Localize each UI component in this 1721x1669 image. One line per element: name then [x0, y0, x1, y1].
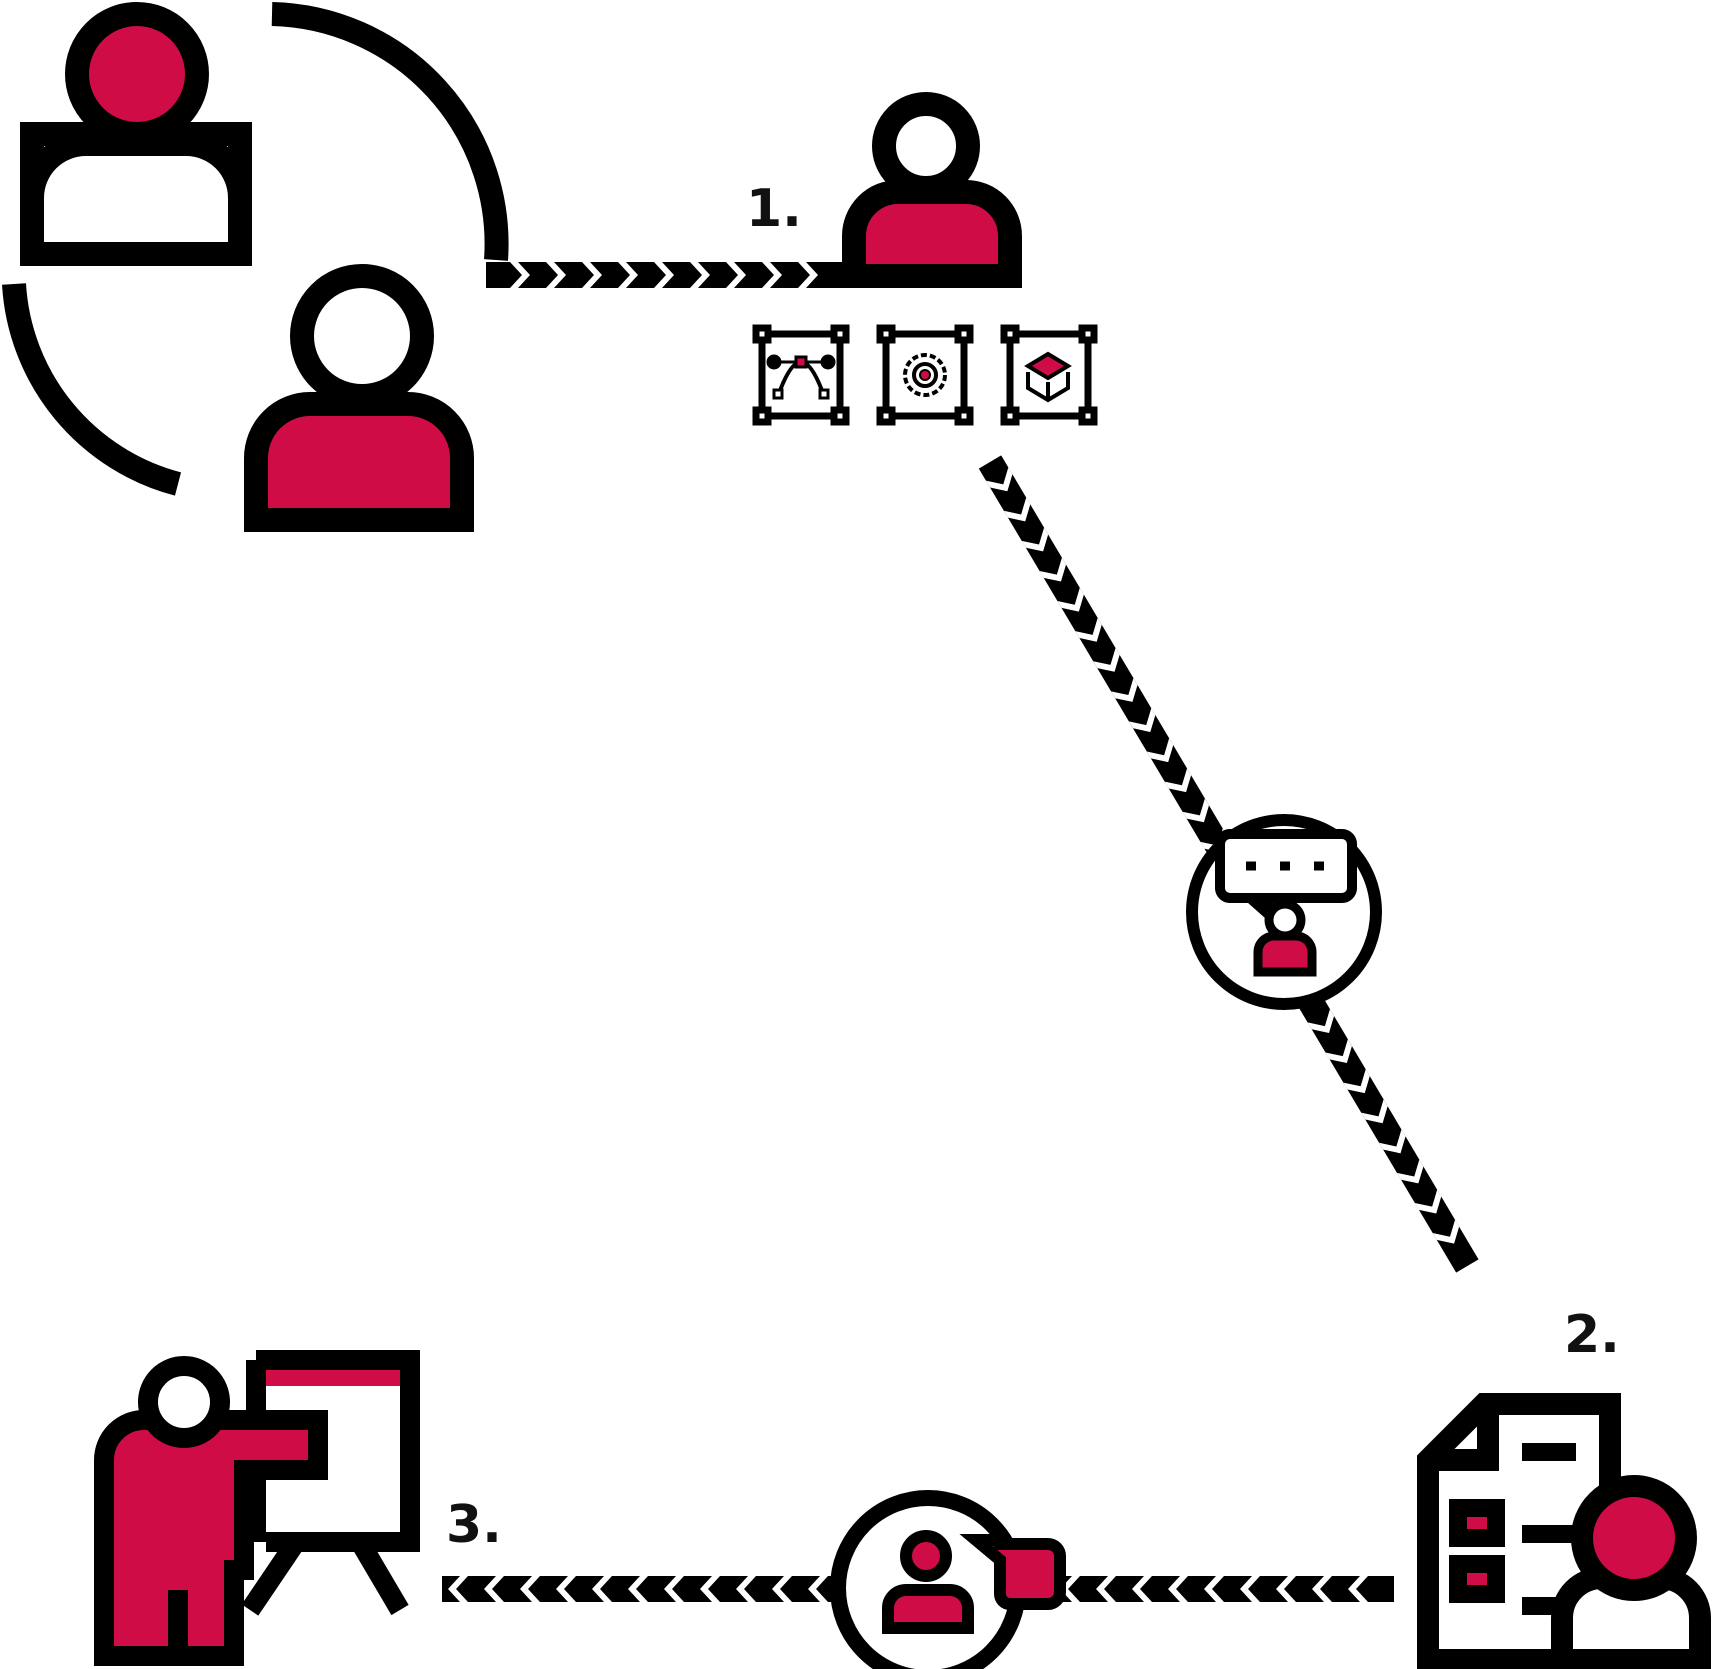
chevron-marker — [484, 1576, 504, 1602]
chevron-marker — [1132, 1576, 1152, 1602]
chevron-marker — [1325, 1039, 1352, 1064]
chevron-marker — [772, 1576, 792, 1602]
chevron-marker — [664, 1576, 684, 1602]
chevron-marker — [798, 262, 818, 288]
chevron-marker — [1276, 1576, 1296, 1602]
chevron-marker — [1075, 617, 1102, 642]
chevron-marker — [1414, 1189, 1442, 1214]
chevron-marker — [1057, 587, 1084, 612]
user-icon — [842, 92, 1022, 288]
chevron-marker — [1343, 1069, 1370, 1094]
chevron-marker — [690, 262, 710, 288]
feedback-user-icon — [830, 1490, 1066, 1669]
chevron-marker — [1146, 738, 1174, 763]
step-1-label: 1. — [746, 179, 802, 239]
chevron-marker — [1432, 1219, 1460, 1244]
chevron-marker — [726, 262, 746, 288]
chevron-marker — [510, 262, 530, 288]
chevron-marker — [1093, 647, 1120, 672]
chevron-marker — [1307, 1009, 1335, 1033]
chevron-marker — [1021, 527, 1049, 552]
chevron-marker — [582, 262, 602, 288]
gear-settings-icon — [876, 324, 974, 426]
chevron-marker — [1312, 1576, 1332, 1602]
chevron-marker — [808, 1576, 828, 1602]
cube-3d-icon — [1000, 324, 1098, 426]
step-3-label: 3. — [446, 1495, 502, 1555]
chevron-marker — [1111, 678, 1138, 702]
document-user-icon — [1417, 1393, 1711, 1669]
chevron-marker — [1168, 1576, 1188, 1602]
chevron-marker — [546, 262, 566, 288]
chevron-marker — [1379, 1129, 1406, 1154]
team-users-icon — [2, 2, 509, 532]
chevron-marker — [762, 262, 782, 288]
step-2-label: 2. — [1564, 1305, 1620, 1365]
chevron-marker — [448, 1576, 468, 1602]
chevron-marker — [1003, 497, 1031, 522]
chevron-marker — [654, 262, 674, 288]
chevron-marker — [985, 467, 1013, 492]
chevron-marker — [1128, 708, 1156, 732]
chevron-marker — [1396, 1159, 1424, 1184]
chevron-marker — [1096, 1576, 1116, 1602]
chevron-marker — [1240, 1576, 1260, 1602]
chevron-marker — [1204, 1576, 1224, 1602]
bezier-tool-icon — [752, 324, 850, 426]
chevron-marker — [592, 1576, 612, 1602]
chevron-marker — [1039, 557, 1067, 582]
chevron-marker — [1361, 1099, 1388, 1124]
chevron-marker — [628, 1576, 648, 1602]
chevron-marker — [700, 1576, 720, 1602]
chevron-marker — [1164, 768, 1192, 793]
chevron-marker — [1348, 1576, 1368, 1602]
chevron-marker — [556, 1576, 576, 1602]
chevron-marker — [1182, 798, 1209, 823]
chevron-marker — [618, 262, 638, 288]
presenter-board-icon — [94, 1350, 420, 1666]
consultation-chat-icon — [1186, 814, 1382, 1010]
chevron-marker — [736, 1576, 756, 1602]
chevron-marker — [520, 1576, 540, 1602]
